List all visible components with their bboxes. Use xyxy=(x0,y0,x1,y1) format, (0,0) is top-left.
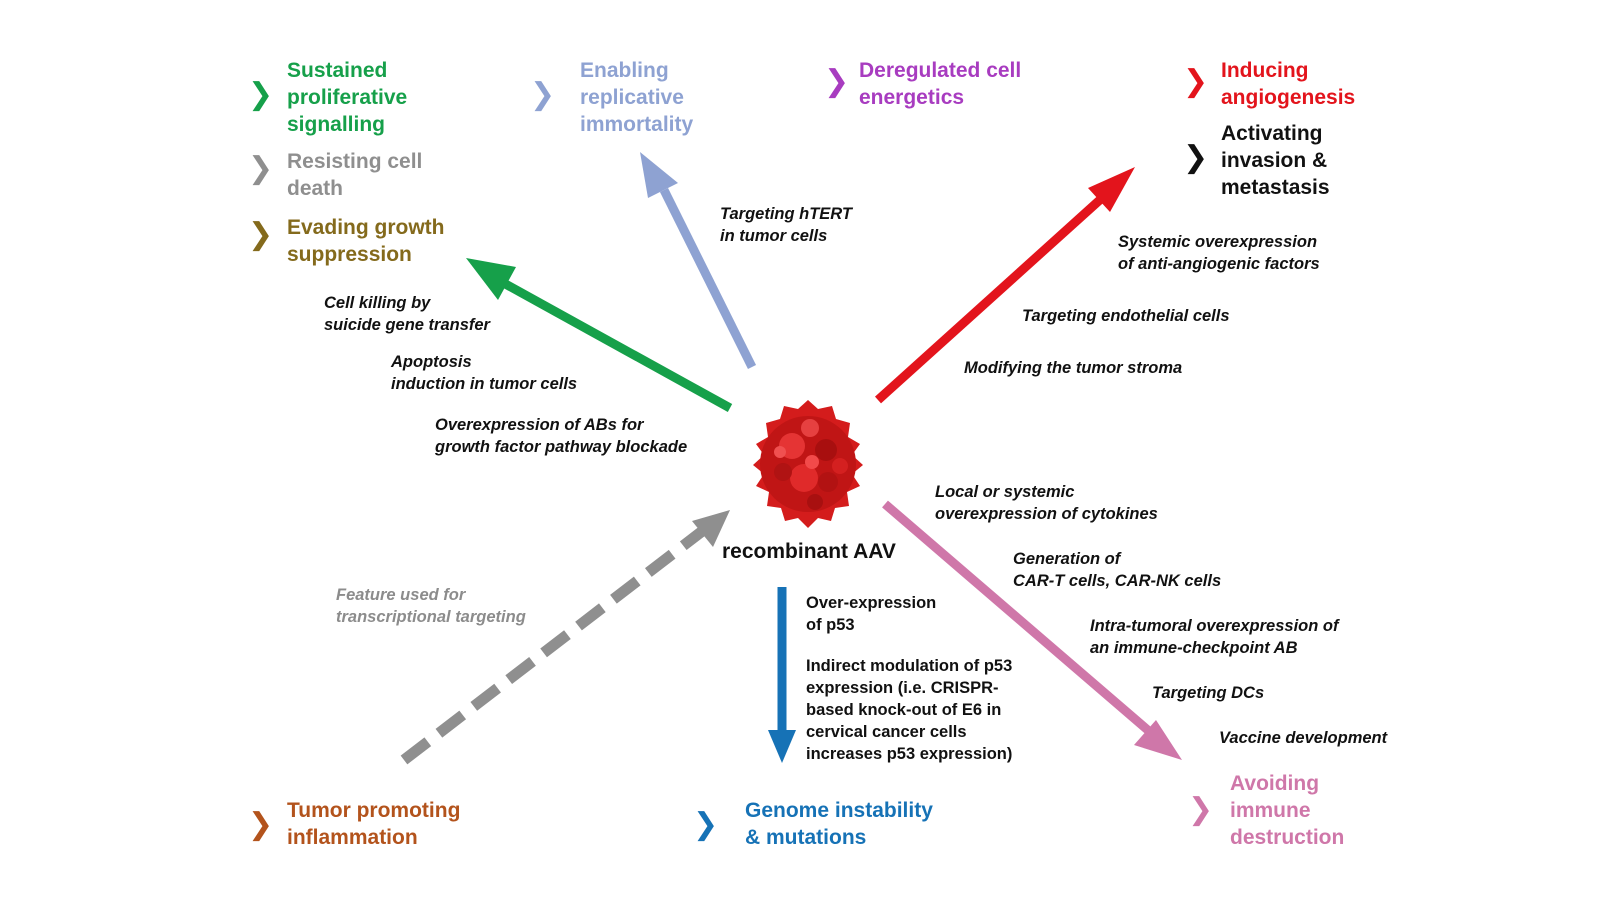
strategy-targeting-dcs: Targeting DCs xyxy=(1152,684,1265,702)
chevron-right-icon: ❯ xyxy=(693,807,719,842)
arrow-pink xyxy=(882,500,1182,760)
hallmark-genome-instability: Genome instability & mutations xyxy=(745,799,933,849)
hallmark-avoiding-immune-destruction: Avoiding immune destruction xyxy=(1230,772,1345,849)
strategy-targeting-htert: Targeting hTERT in tumor cells xyxy=(720,205,852,245)
strategy-car-cells: Generation of CAR-T cells, CAR-NK cells xyxy=(1013,550,1222,590)
hallmark-sustained-proliferative-signalling: Sustained proliferative signalling xyxy=(287,59,408,136)
hallmark-evading-growth-suppression: Evading growth suppression xyxy=(287,216,445,266)
chevron-right-icon: ❯ xyxy=(248,217,274,252)
hallmark-replicative-immortality: Enabling replicative immortality xyxy=(580,59,694,136)
aav-virus-particle-icon xyxy=(753,400,863,528)
chevron-right-icon: ❯ xyxy=(1183,140,1209,175)
strategy-checkpoint-ab: Intra-tumoral overexpression of an immun… xyxy=(1090,617,1339,657)
chevron-right-icon: ❯ xyxy=(1188,792,1214,827)
arrow-grey-dashed xyxy=(400,510,730,765)
strategy-p53-overexpression: Over-expression of p53 xyxy=(806,594,937,634)
arrow-lavender xyxy=(640,152,757,370)
chevron-right-icon: ❯ xyxy=(248,77,274,112)
strategy-apoptosis-induction: Apoptosis induction in tumor cells xyxy=(391,353,578,393)
chevron-right-icon: ❯ xyxy=(248,151,274,186)
chevron-right-icon: ❯ xyxy=(530,77,556,112)
arrow-green xyxy=(466,258,733,412)
strategy-ab-overexpression: Overexpression of ABs for growth factor … xyxy=(435,416,688,456)
strategy-transcriptional-targeting: Feature used for transcriptional targeti… xyxy=(336,586,526,626)
strategy-vaccine-development: Vaccine development xyxy=(1219,729,1388,747)
arrow-blue xyxy=(768,587,796,763)
hallmark-invasion-metastasis: Activating invasion & metastasis xyxy=(1221,122,1330,199)
arrow-red xyxy=(874,167,1135,404)
hallmark-inducing-angiogenesis: Inducing angiogenesis xyxy=(1221,59,1356,109)
center-label: recombinant AAV xyxy=(722,540,896,563)
hallmark-deregulated-energetics: Deregulated cell energetics xyxy=(859,59,1022,109)
strategy-modifying-tumor-stroma: Modifying the tumor stroma xyxy=(964,359,1183,377)
strategy-cytokine-overexpression: Local or systemic overexpression of cyto… xyxy=(935,483,1158,523)
chevron-right-icon: ❯ xyxy=(248,807,274,842)
chevron-right-icon: ❯ xyxy=(824,64,850,99)
strategy-suicide-gene-transfer: Cell killing by suicide gene transfer xyxy=(324,294,490,334)
hallmark-resisting-cell-death: Resisting cell death xyxy=(287,150,423,200)
strategy-targeting-endothelial-cells: Targeting endothelial cells xyxy=(1022,307,1230,325)
hallmark-tumor-promoting-inflammation: Tumor promoting inflammation xyxy=(287,799,461,849)
strategy-anti-angiogenic-factors: Systemic overexpression of anti-angiogen… xyxy=(1118,233,1320,273)
strategy-p53-indirect-modulation: Indirect modulation of p53 expression (i… xyxy=(806,657,1013,763)
chevron-right-icon: ❯ xyxy=(1183,64,1209,99)
